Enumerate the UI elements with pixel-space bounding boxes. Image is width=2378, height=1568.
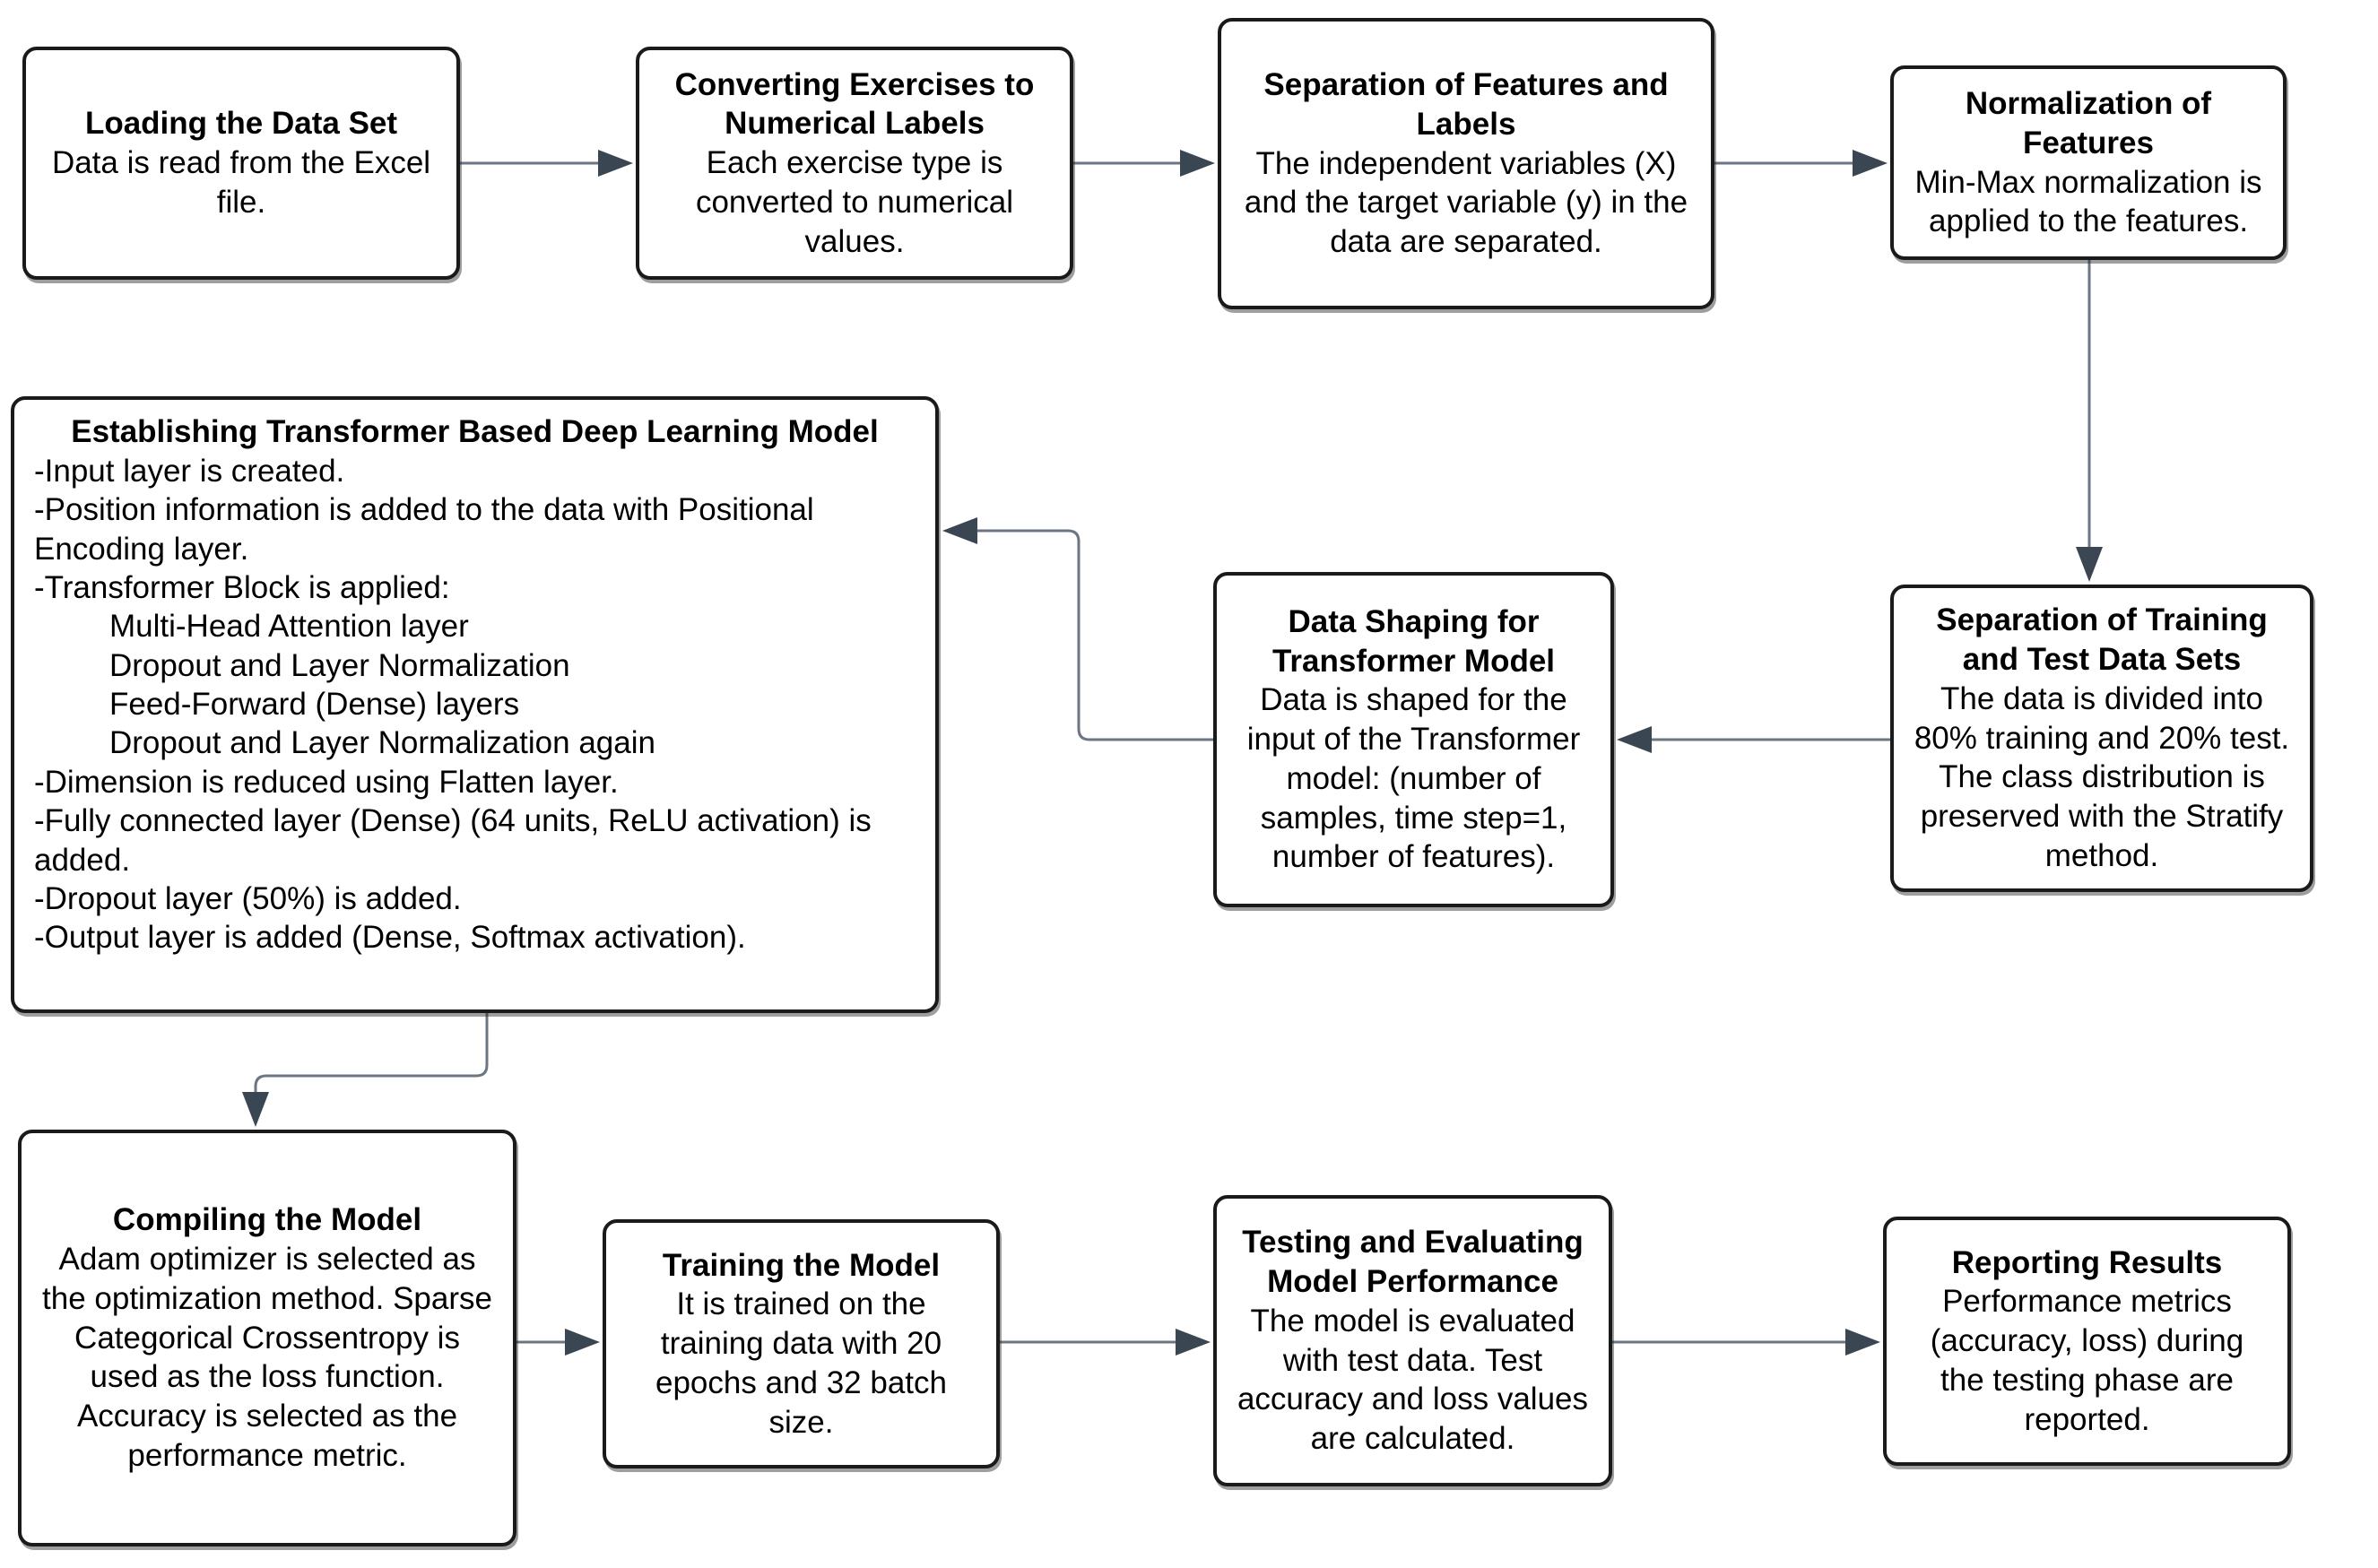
node-title: Establishing Transformer Based Deep Lear… (71, 414, 879, 449)
node-title: Loading the Data Set (84, 106, 398, 142)
model-step-line: Dropout and Layer Normalization (109, 647, 570, 683)
node-title: Compiling the Model (112, 1202, 422, 1238)
node-separation-features-labels: Separation of Features and Labels The in… (1218, 18, 1714, 309)
edge-modelbuild-compiling (242, 1013, 489, 1127)
node-reporting-results: Reporting Results Performance metrics (a… (1883, 1217, 2291, 1466)
node-body: The independent variables (X) and the ta… (1244, 145, 1688, 260)
node-loading-data-set: Loading the Data Set Data is read from t… (22, 47, 460, 280)
model-step-line: Multi-Head Attention layer (109, 609, 469, 645)
node-body: Each exercise type is converted to numer… (695, 145, 1014, 259)
node-train-test-split: Separation of Training and Test Data Set… (1890, 585, 2313, 892)
node-title: Data Shaping for Transformer Model (1271, 603, 1556, 679)
node-normalization-features: Normalization of Features Min-Max normal… (1890, 65, 2287, 260)
node-converting-exercises: Converting Exercises to Numerical Labels… (636, 47, 1073, 280)
model-step-line: Dropout and Layer Normalization again (109, 725, 655, 761)
node-testing-evaluating: Testing and Evaluating Model Performance… (1213, 1195, 1612, 1486)
model-step-line: -Output layer is added (Dense, Softmax a… (34, 920, 746, 956)
model-step-line: -Fully connected layer (Dense) (64 units… (34, 803, 872, 878)
node-title: Training the Model (662, 1247, 941, 1283)
model-step-line: Feed-Forward (Dense) layers (109, 687, 520, 723)
node-title: Reporting Results (1951, 1244, 2223, 1280)
node-compiling-model: Compiling the Model Adam optimizer is se… (18, 1130, 516, 1546)
node-data-shaping: Data Shaping for Transformer Model Data … (1213, 572, 1614, 907)
node-body: The model is evaluated with test data. T… (1237, 1303, 1589, 1456)
node-body-lines: -Input layer is created.-Position inform… (34, 452, 916, 957)
node-body: Performance metrics (accuracy, loss) dur… (1930, 1284, 2244, 1437)
node-title: Converting Exercises to Numerical Labels (674, 66, 1035, 142)
node-body: The data is divided into 80% training an… (1914, 680, 2290, 873)
node-title: Testing and Evaluating Model Performance (1242, 1225, 1584, 1299)
model-step-line: -Dimension is reduced using Flatten laye… (34, 764, 619, 800)
node-title: Normalization of Features (1965, 86, 2212, 160)
node-establishing-model: Establishing Transformer Based Deep Lear… (11, 396, 939, 1013)
edge-datashaping-modelbuild (942, 517, 1218, 741)
node-title: Separation of Features and Labels (1263, 67, 1669, 142)
model-step-line: -Dropout layer (50%) is added. (34, 881, 462, 917)
model-step-line: -Input layer is created. (34, 453, 345, 489)
node-body: Min-Max normalization is applied to the … (1914, 164, 2262, 239)
model-step-line: -Position information is added to the da… (34, 492, 814, 567)
node-body: Data is read from the Excel file. (51, 145, 431, 220)
model-step-line: -Transformer Block is applied: (34, 569, 450, 605)
node-body: It is trained on the training data with … (655, 1286, 947, 1440)
node-title: Separation of Training and Test Data Set… (1936, 602, 2268, 678)
node-body: Adam optimizer is selected as the optimi… (42, 1242, 492, 1473)
node-body: Data is shaped for the input of the Tran… (1246, 682, 1581, 875)
node-training-model: Training the Model It is trained on the … (603, 1219, 1000, 1468)
